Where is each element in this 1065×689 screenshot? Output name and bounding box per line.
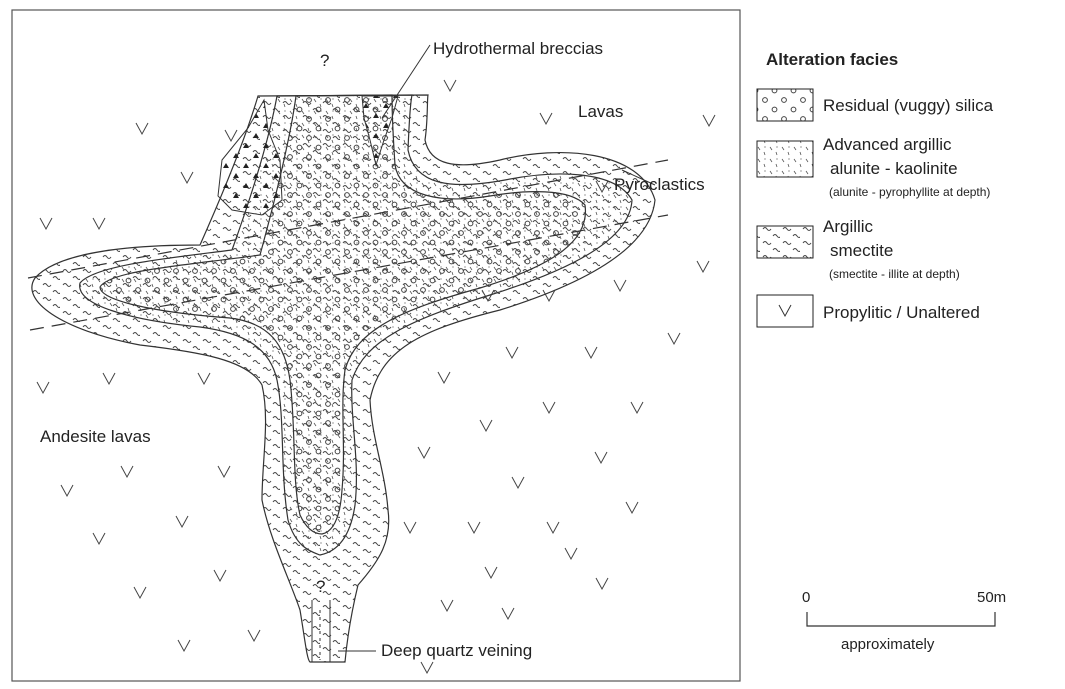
legend-item-argillic-line2: smectite	[830, 242, 893, 259]
legend-item-propylitic-label: Propylitic / Unaltered	[823, 304, 980, 321]
question-mark-top: ?	[320, 52, 329, 69]
legend-swatch-silica	[757, 89, 813, 121]
question-mark-bottom: ?	[316, 578, 325, 595]
legend-item-argillic-note: (smectite - illite at depth)	[829, 268, 960, 280]
legend-item-advanced-argillic-line1: Advanced argillic	[823, 136, 952, 153]
label-deep-quartz-veining: Deep quartz veining	[381, 642, 532, 659]
scale-bar	[807, 612, 995, 626]
legend-item-argillic-line1: Argillic	[823, 218, 873, 235]
label-hydrothermal-breccias: Hydrothermal breccias	[433, 40, 603, 57]
legend-title: Alteration facies	[766, 51, 898, 68]
legend-item-advanced-argillic-line2: alunite - kaolinite	[830, 160, 958, 177]
label-lavas: Lavas	[578, 103, 623, 120]
scale-end-label: 50m	[977, 590, 1006, 605]
legend-swatch-argillic	[757, 226, 813, 258]
label-pyroclastics: Pyroclastics	[614, 176, 705, 193]
legend-item-advanced-argillic-note: (alunite - pyrophyllite at depth)	[829, 186, 990, 198]
legend-swatch-advanced-argillic	[757, 141, 813, 177]
legend-swatch-propylitic	[757, 295, 813, 327]
scale-caption: approximately	[841, 637, 934, 652]
label-andesite-lavas: Andesite lavas	[40, 428, 151, 445]
scale-start-label: 0	[802, 590, 810, 605]
legend-item-silica-label: Residual (vuggy) silica	[823, 97, 993, 114]
